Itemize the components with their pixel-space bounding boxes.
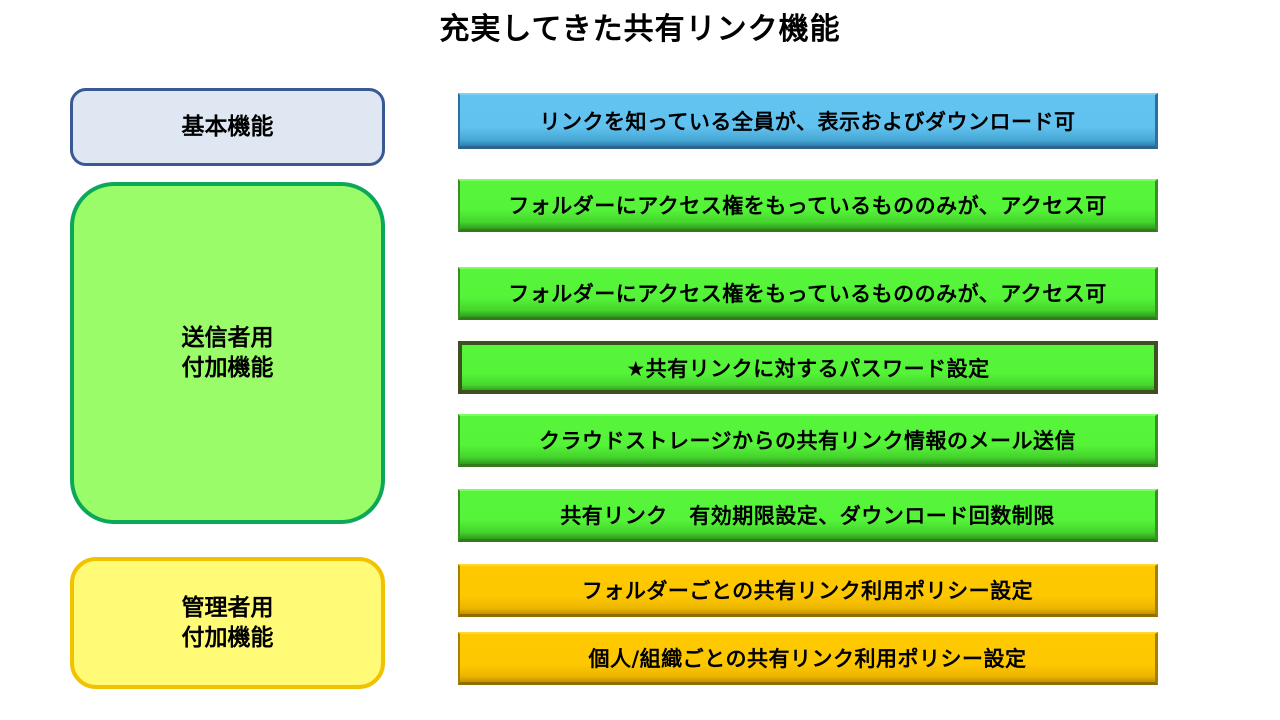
category-box-admin[interactable]: 管理者用 付加機能: [70, 557, 385, 689]
category-label-basic: 基本機能: [181, 113, 274, 140]
feature-bar-label: フォルダーにアクセス権をもっているもののみが、アクセス可: [508, 282, 1107, 306]
category-label-admin: 管理者用 付加機能: [181, 594, 274, 651]
category-label-sender: 送信者用 付加機能: [181, 324, 274, 381]
feature-bar-label: 個人/組織ごとの共有リンク利用ポリシー設定: [588, 647, 1027, 671]
feature-bar-label: ★共有リンクに対するパスワード設定: [626, 356, 990, 381]
feature-bar[interactable]: リンクを知っている全員が、表示およびダウンロード可: [458, 93, 1158, 149]
feature-bar[interactable]: フォルダーにアクセス権をもっているもののみが、アクセス可: [458, 267, 1158, 320]
page-title: 充実してきた共有リンク機能: [439, 12, 841, 47]
feature-bar[interactable]: 個人/組織ごとの共有リンク利用ポリシー設定: [458, 632, 1158, 685]
feature-bar[interactable]: 共有リンク 有効期限設定、ダウンロード回数制限: [458, 489, 1158, 542]
feature-bar[interactable]: フォルダーごとの共有リンク利用ポリシー設定: [458, 564, 1158, 617]
feature-bar[interactable]: クラウドストレージからの共有リンク情報のメール送信: [458, 414, 1158, 467]
feature-bar[interactable]: ★共有リンクに対するパスワード設定: [458, 341, 1158, 394]
feature-bar-label: リンクを知っている全員が、表示およびダウンロード可: [539, 109, 1076, 134]
category-box-basic[interactable]: 基本機能: [70, 88, 385, 166]
feature-bar-label: フォルダーにアクセス権をもっているもののみが、アクセス可: [508, 194, 1107, 218]
category-box-sender[interactable]: 送信者用 付加機能: [70, 182, 385, 524]
feature-bar[interactable]: フォルダーにアクセス権をもっているもののみが、アクセス可: [458, 179, 1158, 232]
feature-bar-label: 共有リンク 有効期限設定、ダウンロード回数制限: [560, 504, 1055, 528]
feature-bar-label: クラウドストレージからの共有リンク情報のメール送信: [538, 429, 1077, 453]
feature-bar-label: フォルダーごとの共有リンク利用ポリシー設定: [581, 579, 1034, 603]
